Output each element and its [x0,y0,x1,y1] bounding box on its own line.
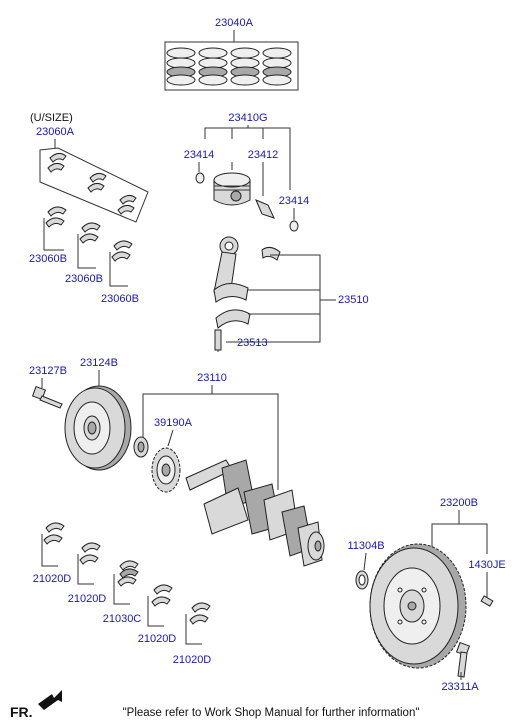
label-crankshaft[interactable]: 23110 [197,372,227,384]
leader-conrod-bracket [226,254,321,343]
footer-note: "Please refer to Work Shop Manual for fu… [123,707,420,719]
label-thrust-3[interactable]: 21020D [138,633,177,645]
thrust-bearing-1-drawing [41,522,65,567]
sprocket-drawing [151,447,181,493]
label-bearing-b2[interactable]: 23060B [65,273,103,285]
label-pin-clip-left[interactable]: 23414 [184,149,215,161]
bearing-b1-drawing [43,206,67,251]
label-thrust-2[interactable]: 21020D [68,593,107,605]
pilot-bearing-drawing [355,570,369,590]
main-bearing-drawing [113,560,139,605]
crankshaft-drawing [185,459,325,567]
front-arrow-icon [38,690,62,710]
label-dowel[interactable]: 1430JE [468,559,505,571]
piston-ring-set-drawing [164,41,299,91]
label-flywheel-assy[interactable]: 23200B [440,497,478,509]
label-bearing-set[interactable]: 23060A [36,126,75,138]
thrust-bearing-4-drawing [185,602,211,645]
leader-sprocket [167,429,174,447]
label-conrod-bolt[interactable]: 23513 [237,337,268,349]
label-pulley-bolt[interactable]: 23127B [29,365,67,377]
crank-gear-drawing [133,436,149,458]
connecting-rod-drawing [213,236,281,352]
label-sprocket[interactable]: 39190A [154,417,193,429]
label-ring-set[interactable]: 23040A [215,17,254,29]
flywheel-drawing [369,543,494,669]
damper-pulley-drawing [64,385,132,471]
bearing-b2-drawing [77,222,101,269]
flywheel-bolt-drawing [455,641,471,678]
leader-crankshaft [142,393,279,490]
pulley-bolt-drawing [31,385,63,409]
label-conrod-assy[interactable]: 23510 [338,294,369,306]
leader-pilot-bearing [363,552,367,571]
label-pin-clip-right[interactable]: 23414 [279,195,310,207]
label-main-bearing[interactable]: 21030C [103,613,142,625]
leader-flywheel-assy [431,523,488,554]
label-piston-pin[interactable]: 23412 [248,149,279,161]
thrust-bearing-2-drawing [77,542,101,585]
label-damper-pulley[interactable]: 23124B [80,357,118,369]
label-flywheel-bolt[interactable]: 23311A [441,681,479,693]
label-bearing-b1[interactable]: 23060B [29,253,67,265]
bearing-b3-drawing [109,240,133,287]
label-thrust-4[interactable]: 21020D [173,654,212,666]
bearing-set-drawing [39,147,149,223]
label-usize: (U/SIZE) [30,112,73,124]
label-pilot-bearing[interactable]: 11304B [347,540,384,552]
label-bearing-b3[interactable]: 23060B [101,293,139,305]
label-thrust-1[interactable]: 21020D [33,573,72,585]
front-indicator: FR. [10,704,33,720]
thrust-bearing-3-drawing [147,584,173,627]
label-piston-assy[interactable]: 23410G [228,112,267,124]
piston-drawing [195,172,299,232]
